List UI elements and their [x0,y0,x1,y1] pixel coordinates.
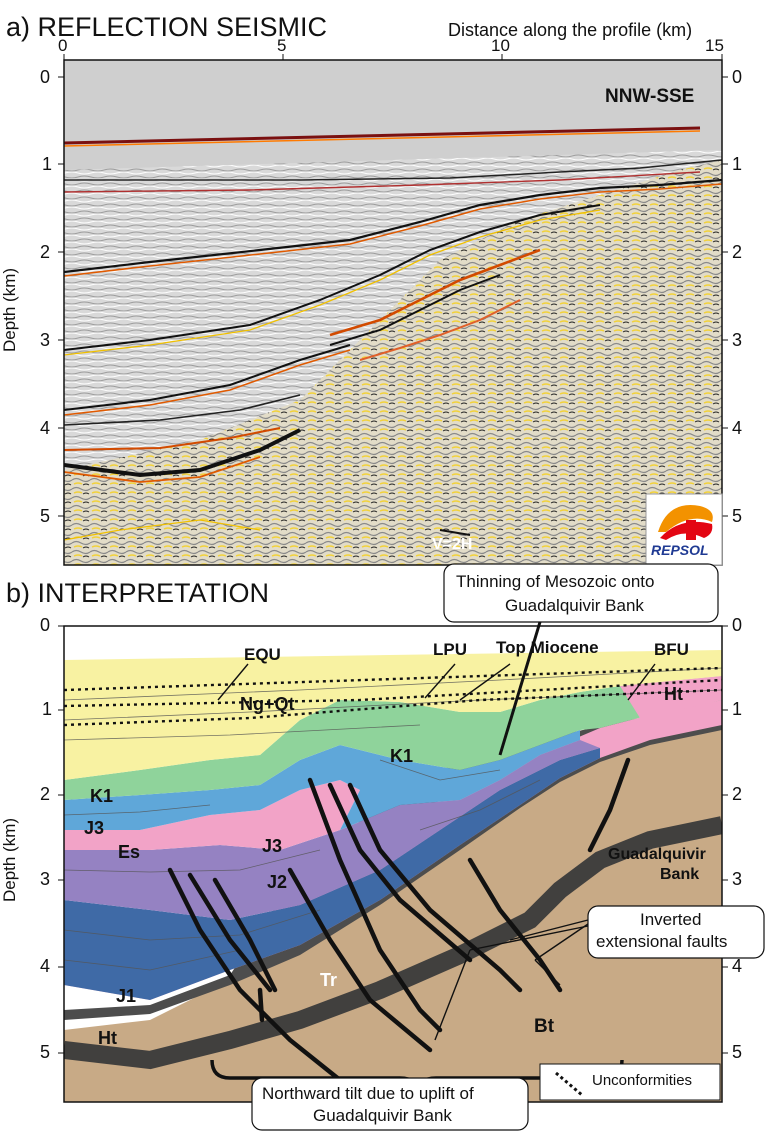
unit-es: Es [118,842,141,862]
a-y-tick-right-1: 1 [732,154,743,174]
exaggeration-label: V=2H [432,536,473,553]
panel-b-y-ticks [58,625,728,1054]
interpretation-panel [63,625,723,1103]
panel-a-y-ticks [58,76,728,517]
b-y-tick-right-1: 1 [732,699,743,719]
x-tick-10: 10 [491,36,510,55]
a-y-tick-left-5: 5 [40,506,51,526]
b-y-tick-left-2: 2 [40,784,51,804]
lpu-label: LPU [433,640,467,659]
a-y-tick-left-0: 0 [40,67,51,87]
a-y-tick-right-3: 3 [732,330,743,350]
unit-k1-right: K1 [390,746,414,766]
b-y-tick-left-4: 4 [40,956,51,976]
b-y-tick-left-3: 3 [40,869,51,889]
unit-tr: Tr [320,970,338,990]
unit-j3-left: J3 [84,818,105,838]
unit-j3-mid: J3 [262,836,283,856]
b-y-tick-left-5: 5 [40,1042,51,1062]
b-y-tick-right-2: 2 [732,784,743,804]
inverted-callout-line1: Inverted [640,910,702,929]
unit-j1: J1 [116,986,137,1006]
b-y-tick-right-5: 5 [732,1042,743,1062]
equ-label: EQU [244,645,281,664]
tilt-callout-line2: Guadalquivir Bank [313,1106,452,1125]
unit-ngqt: Ng+Qt [240,694,295,714]
inverted-callout-line2: extensional faults [596,932,728,951]
unit-k1-left: K1 [90,786,114,806]
seismic-panel [63,59,723,566]
a-y-tick-left-4: 4 [40,418,51,438]
unit-ht-left: Ht [98,1028,117,1048]
panel-b-title: b) INTERPRETATION [6,578,270,608]
panel-a-title: a) REFLECTION SEISMIC [6,12,328,42]
a-y-tick-left-2: 2 [40,242,51,262]
b-y-tick-right-0: 0 [732,615,743,635]
a-y-tick-right-0: 0 [732,67,743,87]
a-y-axis-label: Depth (km) [0,267,20,353]
a-y-tick-right-4: 4 [732,418,743,438]
callout-shapes [210,563,765,1131]
a-y-tick-left-1: 1 [42,154,53,174]
b-y-axis-label: Depth (km) [0,817,20,903]
orientation-label: NNW-SSE [605,86,695,107]
legend-unconformities: Unconformities [592,1072,693,1089]
thinning-callout-line2: Guadalquivir Bank [505,596,644,615]
top-miocene-label: Top Miocene [496,638,599,657]
panel-a-x-ticks [63,54,723,60]
x-tick-0: 0 [58,36,68,55]
x-tick-15: 15 [705,36,724,55]
thinning-callout-line1: Thinning of Mesozoic onto [456,572,655,591]
bfu-label: BFU [654,640,689,659]
guadalquivir-bank-line2: Bank [660,866,700,883]
a-y-tick-left-3: 3 [40,330,51,350]
b-y-tick-left-0: 0 [40,615,51,635]
x-axis-label: Distance along the profile (km) [448,20,693,40]
guadalquivir-bank-line1: Guadalquivir [608,846,706,863]
a-y-tick-right-2: 2 [732,242,743,262]
unit-bt: Bt [534,1016,555,1037]
a-y-tick-right-5: 5 [732,506,743,526]
tilt-callout-line1: Northward tilt due to uplift of [262,1084,474,1103]
repsol-logo-text: REPSOL [651,542,709,558]
b-y-tick-right-4: 4 [732,956,743,976]
x-tick-5: 5 [277,36,287,55]
b-y-tick-left-1: 1 [42,699,53,719]
b-y-tick-right-3: 3 [732,869,743,889]
unit-ht-right: Ht [664,684,683,704]
unit-j2: J2 [267,872,288,892]
